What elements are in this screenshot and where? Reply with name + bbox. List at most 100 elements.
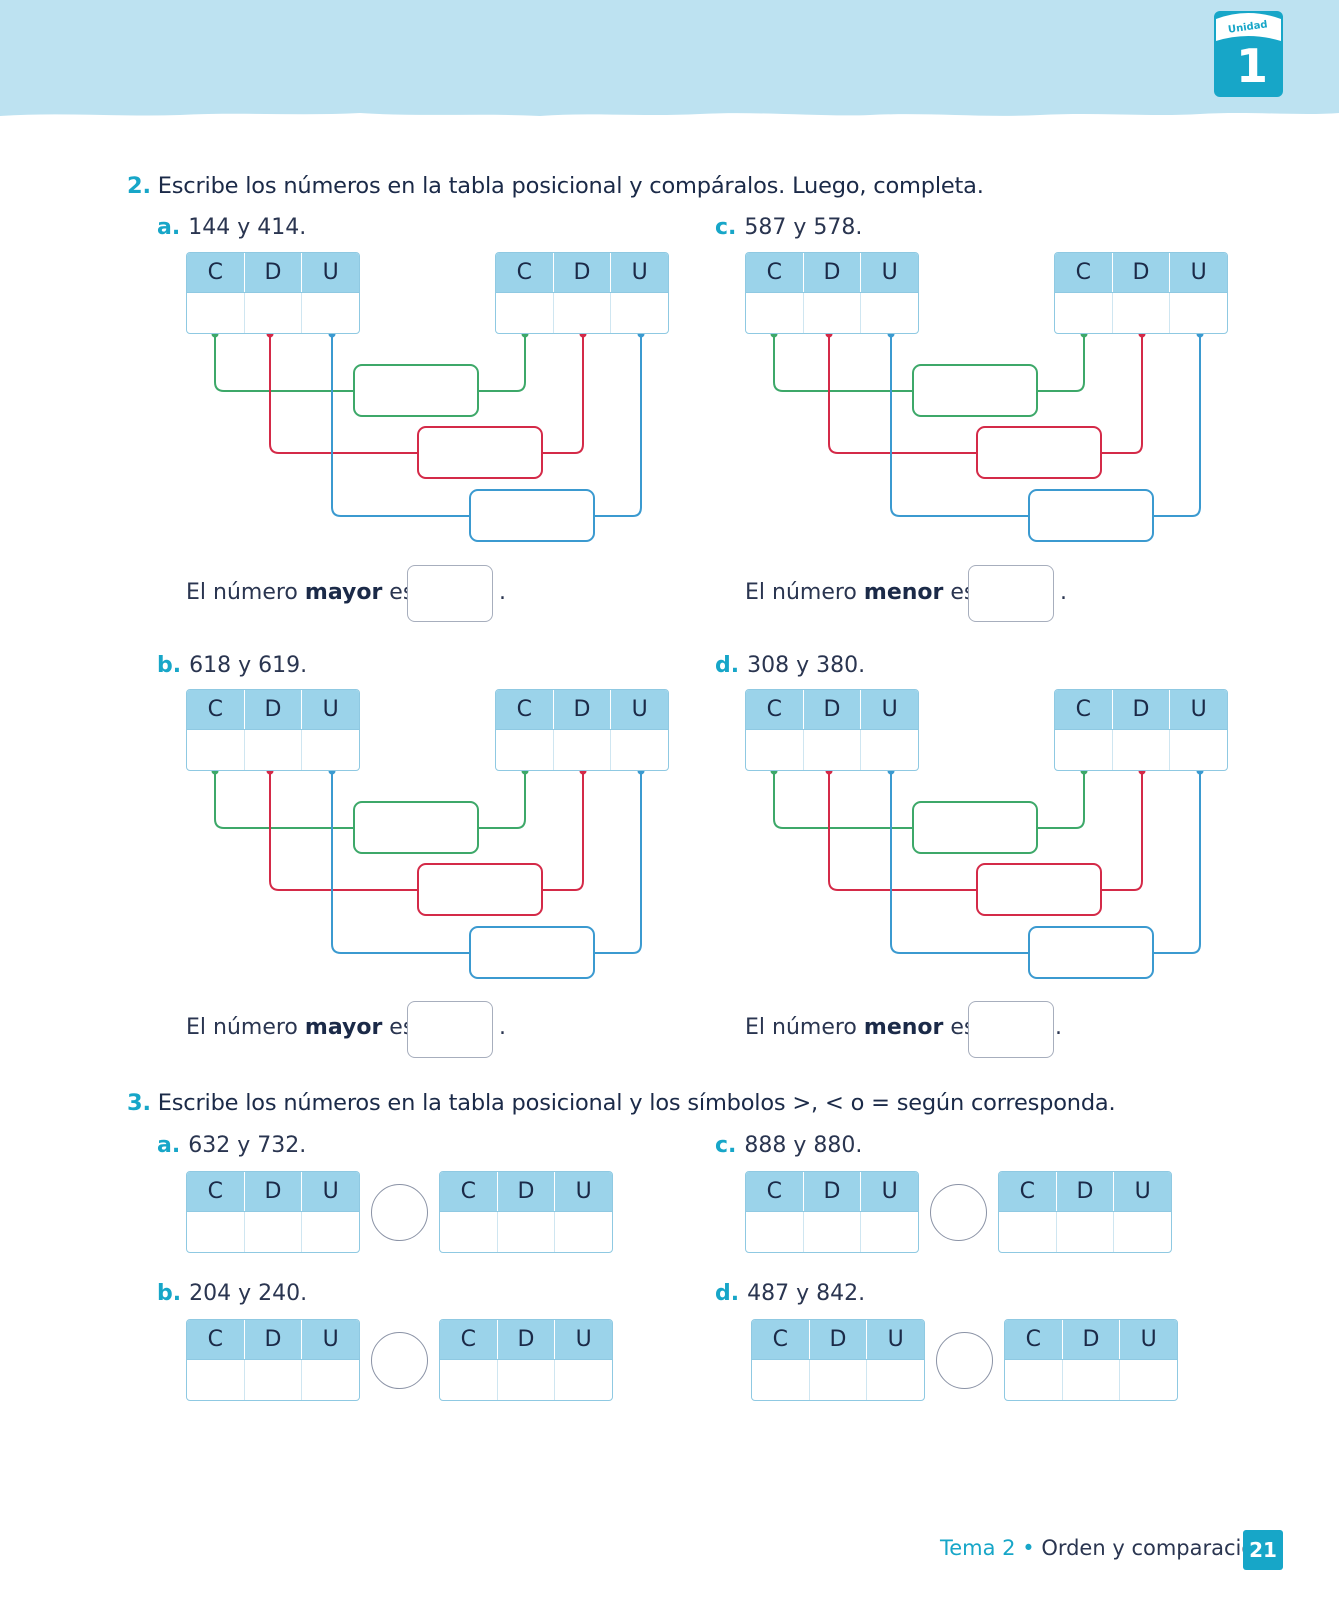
header-c: C [187,690,245,729]
symbol-circle-3d[interactable] [936,1332,993,1389]
cell-u[interactable] [867,1360,924,1400]
exercise-2-instruction: Escribe los números en la tabla posicion… [157,173,984,199]
cell-c[interactable] [440,1360,498,1400]
header-c: C [746,253,804,292]
hundreds-compare-box-2c[interactable] [912,364,1038,417]
header-u: U [322,1327,339,1352]
cell-u[interactable] [861,293,918,333]
cell-u[interactable] [1170,730,1227,770]
tens-compare-box-2c[interactable] [976,426,1102,479]
cell-d[interactable] [1113,730,1171,770]
answer-box-2b[interactable] [407,1001,493,1058]
cell-c[interactable] [746,293,804,333]
cell-c[interactable] [187,293,245,333]
cell-d[interactable] [245,1360,303,1400]
item-2d-label: d.308 y 380. [715,653,865,678]
cell-u[interactable] [1120,1360,1177,1400]
header-d: D [804,1172,862,1211]
cell-c[interactable] [1055,293,1113,333]
cell-u[interactable] [302,1360,359,1400]
cell-u[interactable] [861,730,918,770]
cell-d[interactable] [498,1212,556,1252]
hundreds-compare-box-2d[interactable] [912,801,1038,854]
header-d: D [1113,253,1171,292]
item-letter: b. [157,1281,182,1306]
tens-compare-box-2d[interactable] [976,863,1102,916]
cell-c[interactable] [1005,1360,1063,1400]
cell-c[interactable] [999,1212,1057,1252]
header-d: D [245,1172,303,1211]
cell-d[interactable] [804,1212,862,1252]
cell-u[interactable] [555,1360,612,1400]
cell-c[interactable] [746,730,804,770]
cell-u[interactable] [302,1212,359,1252]
units-compare-box-2b[interactable] [469,926,595,979]
cell-c[interactable] [496,730,554,770]
cell-u[interactable] [302,293,359,333]
cell-u[interactable] [611,730,668,770]
cell-c[interactable] [1055,730,1113,770]
cell-c[interactable] [752,1360,810,1400]
statement-prefix: El número [186,1015,298,1040]
symbol-circle-3a[interactable] [371,1184,428,1241]
answer-box-2d[interactable] [968,1001,1054,1058]
symbol-circle-3c[interactable] [930,1184,987,1241]
item-letter: a. [157,215,181,240]
symbol-circle-3b[interactable] [371,1332,428,1389]
cell-c[interactable] [187,1212,245,1252]
units-compare-box-2d[interactable] [1028,926,1154,979]
cell-u[interactable] [611,293,668,333]
cell-c[interactable] [187,1360,245,1400]
cell-c[interactable] [440,1212,498,1252]
tens-compare-box-2b[interactable] [417,863,543,916]
header-c: C [1055,253,1113,292]
cell-u[interactable] [1114,1212,1171,1252]
hundreds-compare-box-2a[interactable] [353,364,479,417]
cell-u[interactable] [302,730,359,770]
cell-d[interactable] [245,730,303,770]
header-u: U [1140,1327,1157,1352]
hundreds-compare-box-2b[interactable] [353,801,479,854]
cell-d[interactable] [498,1360,556,1400]
cell-d[interactable] [554,730,612,770]
units-compare-box-2a[interactable] [469,489,595,542]
cell-c[interactable] [496,293,554,333]
header-d: D [498,1172,556,1211]
cell-d[interactable] [554,293,612,333]
cell-d[interactable] [1063,1360,1121,1400]
cell-d[interactable] [245,293,303,333]
cell-u[interactable] [555,1212,612,1252]
cell-d[interactable] [1057,1212,1115,1252]
cell-d[interactable] [804,293,862,333]
cell-u[interactable] [1170,293,1227,333]
cell-u[interactable] [861,1212,918,1252]
answer-box-2a[interactable] [407,565,493,622]
units-compare-box-2c[interactable] [1028,489,1154,542]
header-d: D [498,1320,556,1359]
answer-box-2c[interactable] [968,565,1054,622]
cell-d[interactable] [804,730,862,770]
cell-c[interactable] [746,1212,804,1252]
cell-d[interactable] [810,1360,868,1400]
cell-c[interactable] [187,730,245,770]
cell-d[interactable] [245,1212,303,1252]
tens-compare-box-2a[interactable] [417,426,543,479]
header-c: C [496,253,554,292]
cell-d[interactable] [1113,293,1171,333]
